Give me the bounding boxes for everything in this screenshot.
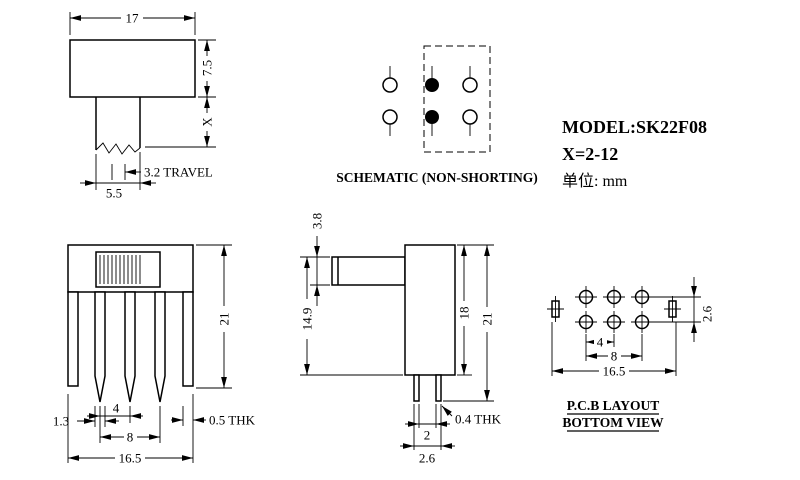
- dim-leg-thickness: 0.5 THK: [171, 406, 256, 428]
- dim-label-pcb-total-width: 16.5: [603, 364, 626, 379]
- dim-label-body-height: 18: [457, 307, 472, 320]
- unit-note: 单位: mm: [562, 172, 628, 190]
- model-number: MODEL:SK22F08: [562, 117, 707, 137]
- dim-row-pitch: 2.6: [650, 277, 715, 342]
- dim-label-pin-gap: 2: [424, 428, 431, 443]
- pad-center-marks: [575, 286, 653, 333]
- dim-label-total-width: 16.5: [119, 451, 142, 466]
- contact-open: [462, 109, 478, 125]
- dim-stem-thickness: 3.8: [300, 213, 330, 306]
- dim-label-front-body-height: 7.5: [200, 60, 215, 76]
- front-view: 17 7.5 X 3.2 TRAVEL 5.5: [69, 11, 216, 201]
- body-side: [404, 244, 456, 376]
- dim-label-pinview-height: 21: [217, 313, 232, 326]
- stem-side: [331, 256, 406, 286]
- terminal-pin: [94, 291, 106, 403]
- contact-open: [462, 77, 478, 93]
- dim-label-pin-width: 1.3: [53, 414, 69, 429]
- dim-pin-pitch: 4: [87, 401, 143, 419]
- contact-open: [382, 109, 398, 125]
- dim-label-front-width: 17: [126, 11, 140, 26]
- contact-open: [382, 77, 398, 93]
- dim-pad-span: 8: [586, 349, 642, 364]
- dim-pcb-total-width: 16.5: [552, 364, 676, 379]
- dim-front-stem-width: 5.5: [80, 152, 156, 201]
- dim-label-leg-thickness: 0.5 THK: [209, 413, 256, 428]
- dim-total-height: 21: [443, 245, 495, 402]
- dim-label-travel: 3.2 TRAVEL: [144, 165, 213, 180]
- dim-label-stem-thickness: 3.8: [310, 213, 325, 229]
- pin-front-view: 21 1.3 4 8 16.5: [53, 244, 256, 466]
- dim-body-height: 18: [457, 244, 494, 376]
- dim-pin-span: 8: [100, 430, 160, 445]
- terminal-pin: [124, 291, 136, 403]
- pcb-caption-line2: BOTTOM VIEW: [562, 415, 664, 430]
- terminal-pin: [154, 291, 166, 403]
- x-range: X=2-12: [562, 144, 618, 164]
- dim-label-front-stem-width: 5.5: [106, 186, 122, 201]
- dim-front-stem-height: X: [145, 97, 216, 148]
- dim-total-width: 16.5: [68, 451, 193, 466]
- mount-leg-left: [67, 291, 79, 387]
- pcb-view: 4 8 16.5 2.6 P.C.B LAYOUT BOTTOM VIEW: [547, 277, 715, 432]
- schematic-dashed-box: [423, 45, 491, 153]
- dim-pad-pitch: 4: [586, 335, 614, 350]
- schematic-view: SCHEMATIC (NON-SHORTING): [336, 45, 538, 185]
- pin-side: [435, 374, 442, 402]
- stem-break-line: [95, 142, 141, 155]
- dim-label-pin-thickness: 0.4 THK: [455, 412, 502, 427]
- switch-body-front: [69, 39, 196, 98]
- dim-label-side-pin-span: 2.6: [419, 451, 436, 466]
- schematic-caption: SCHEMATIC (NON-SHORTING): [336, 170, 537, 185]
- side-view: 3.8 14.9 18 21 2: [300, 213, 502, 466]
- dim-label-pad-pitch: 4: [597, 335, 604, 350]
- dim-label-stem-to-base: 14.9: [300, 308, 315, 331]
- pcb-caption-line1: P.C.B LAYOUT: [567, 398, 659, 413]
- mount-leg-right: [182, 291, 194, 387]
- contact-common: [425, 78, 439, 92]
- dim-pinview-height: 21: [196, 244, 232, 389]
- dim-label-front-stem-height: X: [200, 117, 215, 127]
- dim-label-pin-span: 8: [127, 430, 134, 445]
- dim-label-pin-pitch: 4: [113, 401, 120, 416]
- title-block: MODEL:SK22F08 X=2-12 单位: mm: [562, 117, 707, 190]
- dim-side-pin-span: 2.6: [400, 404, 455, 466]
- dim-pin-width: 1.3: [53, 414, 119, 429]
- pin-side: [413, 374, 420, 402]
- dim-travel: 3.2 TRAVEL: [111, 164, 213, 180]
- dim-front-body-height: 7.5: [198, 39, 216, 98]
- dim-front-width: 17: [69, 11, 196, 35]
- dim-label-row-pitch: 2.6: [700, 305, 715, 322]
- dim-label-pad-span: 8: [611, 349, 618, 364]
- contact-common: [425, 110, 439, 124]
- dim-stem-to-base: 14.9: [300, 257, 403, 376]
- dim-pin-gap: 2: [405, 404, 450, 443]
- dim-pin-thickness: 0.4 THK: [441, 405, 502, 427]
- dim-label-total-height: 21: [480, 313, 495, 326]
